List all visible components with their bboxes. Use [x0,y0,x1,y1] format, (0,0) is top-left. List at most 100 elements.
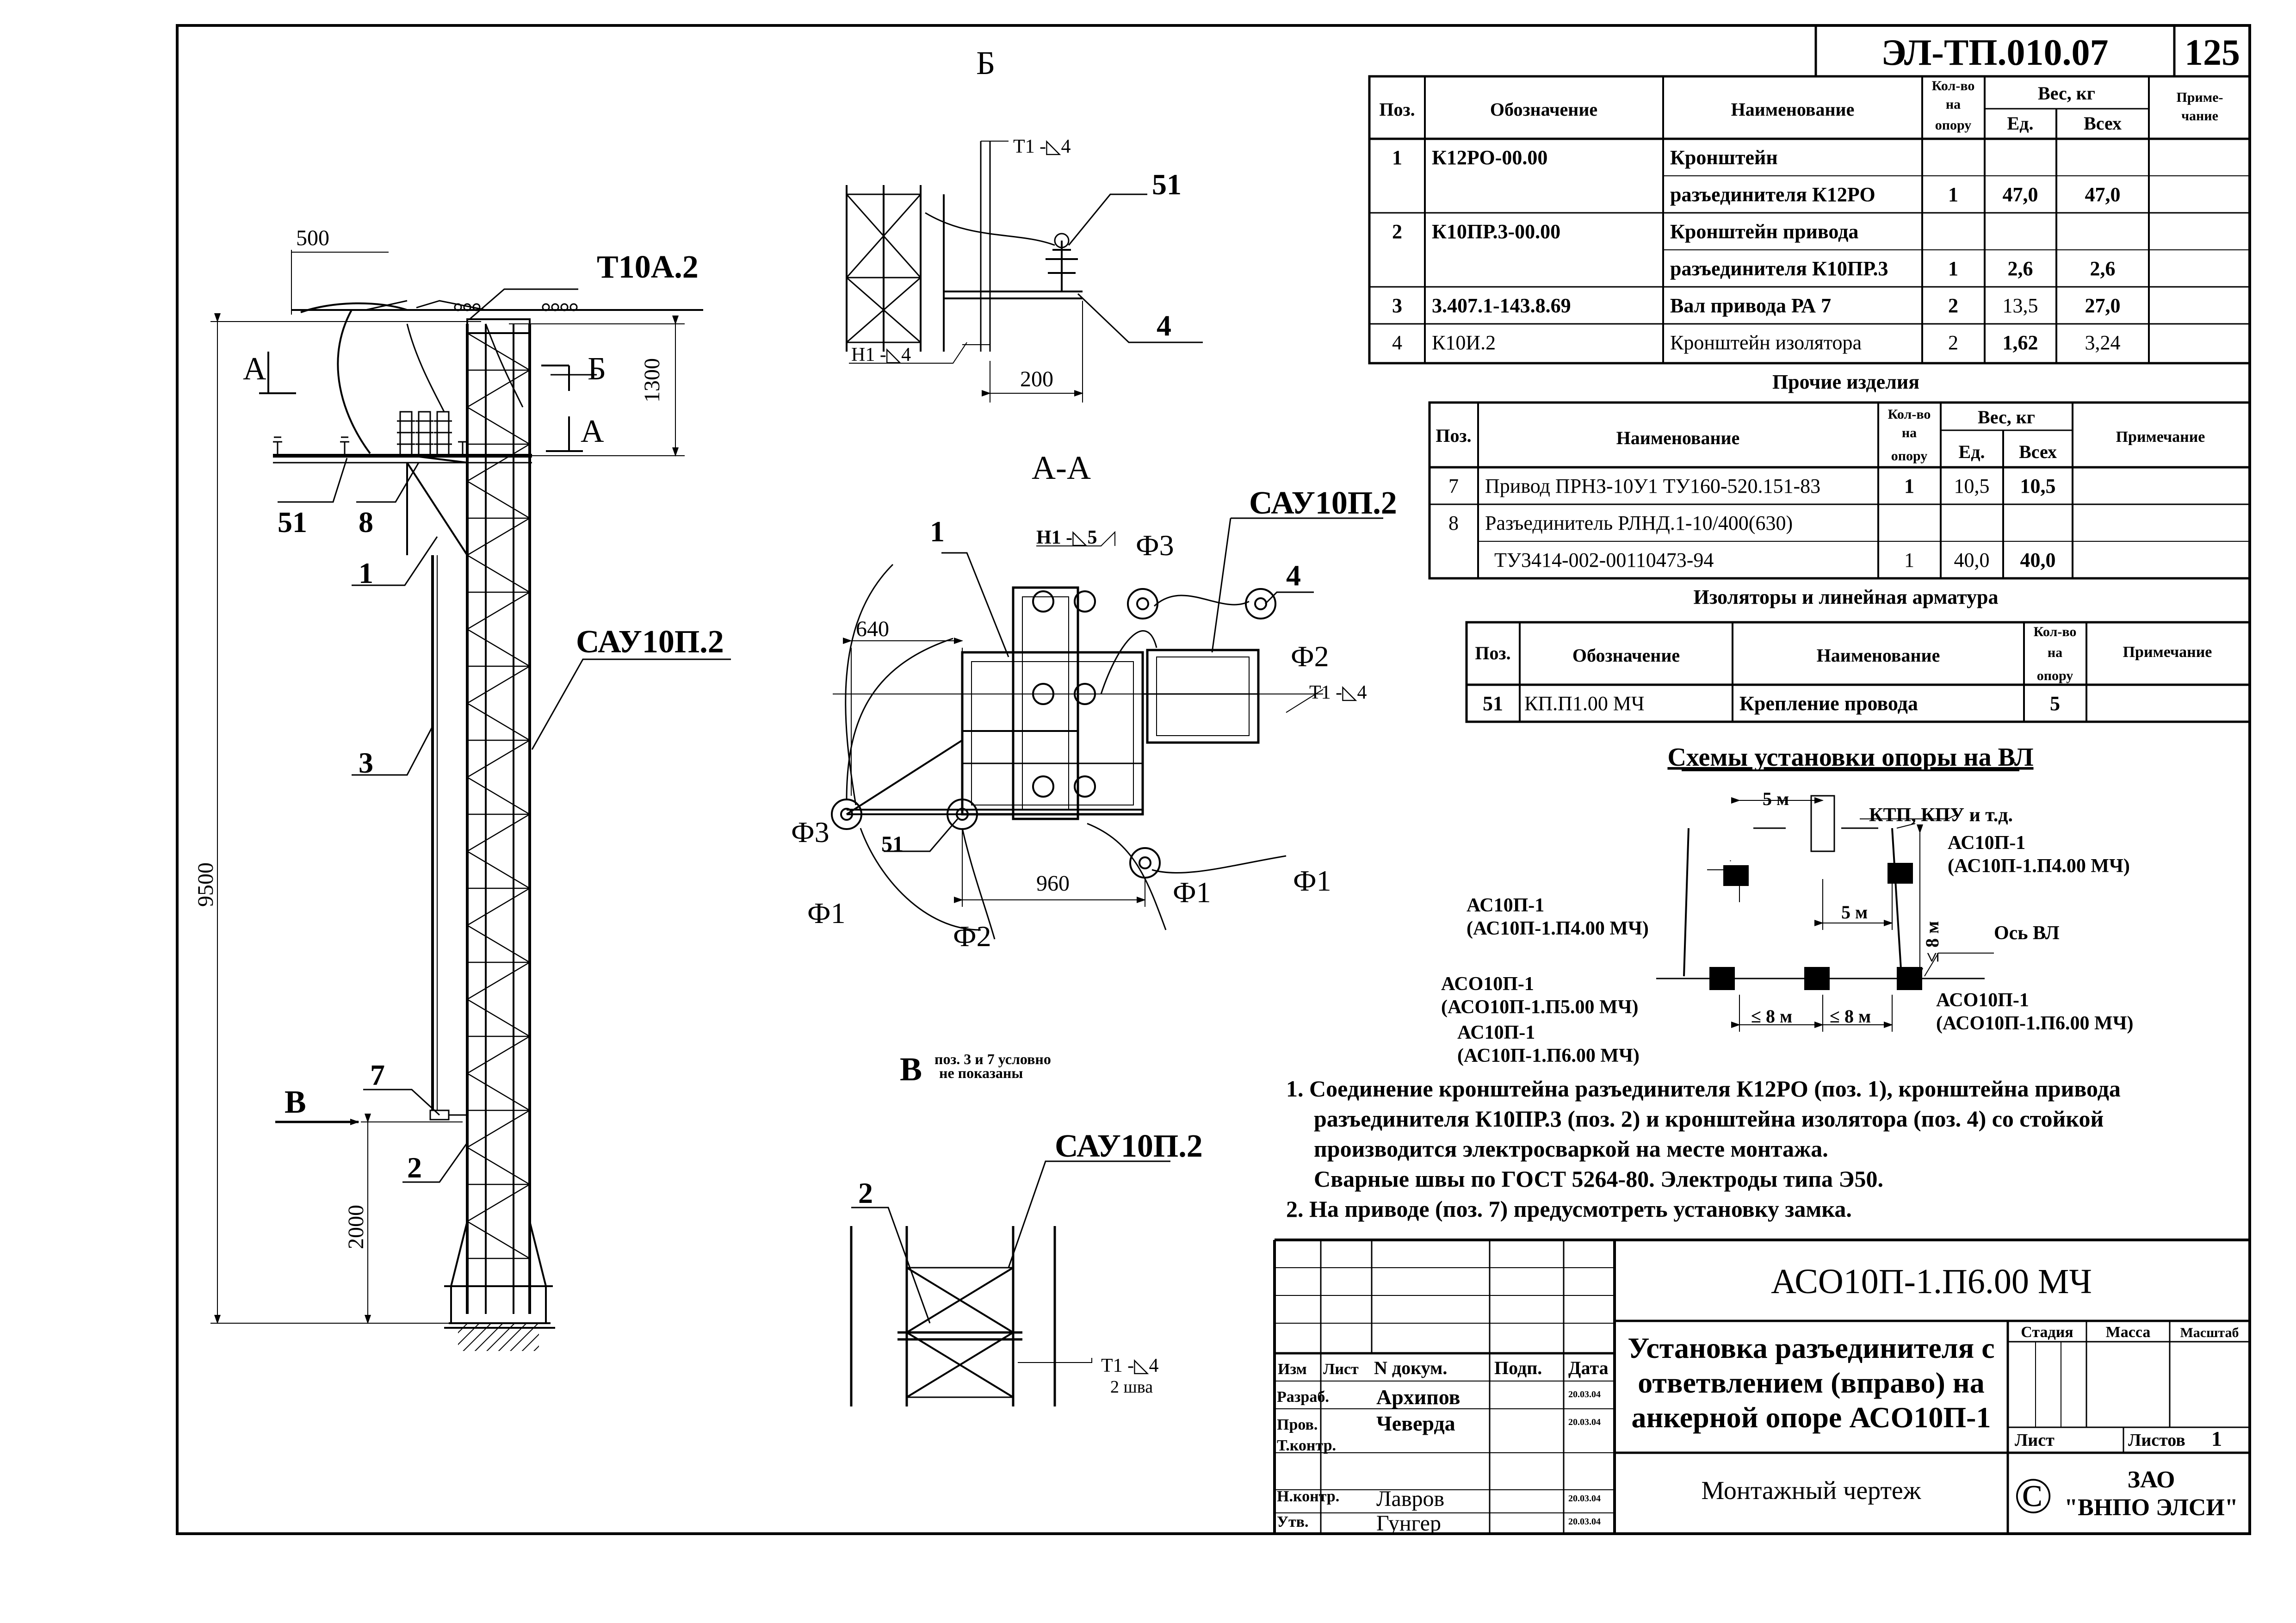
t1-h-designation: Обозначение [1490,99,1597,120]
cell-qty: 5 [2050,692,2060,715]
section-aa-dim-640: 640 [856,617,889,641]
scheme-node [1897,967,1922,990]
role-razrab: Разраб. [1277,1388,1329,1406]
col-izm: Изм [1278,1361,1307,1378]
section-b-callout-51: 51 [1152,168,1182,201]
t1-h-qty-2: на [1946,97,1961,112]
view-v-weld: Т1 -◺4 [1101,1355,1158,1376]
scheme-aso-left-1: АСО10П-1 [1441,973,1534,995]
date-4: 20.03.04 [1568,1517,1601,1527]
table-parts-rows: 1 К12РО-00.00 Кронштейн разъединителя К1… [1392,146,2121,354]
cell-name: Кронштейн привода [1670,220,1858,243]
cell-unit: 13,5 [2003,294,2038,317]
section-b-weld-top: Т1 -◺4 [1013,136,1071,157]
doc-type: Монтажный чертеж [1702,1476,1921,1505]
view-v-weld-note: 2 шва [1110,1377,1153,1397]
cell-qty: 1 [1904,549,1914,571]
role-utv: Утв. [1277,1513,1309,1530]
view-v-title: В поз. 3 и 7 условно не показаны [900,1051,1051,1088]
section-aa-phi3-left: Ф3 [791,816,829,849]
section-b-weld-bottom: Н1 -◺4 [851,344,911,365]
section-aa-phi2-bottom: Ф2 [953,920,991,953]
t2-h-qty-2: на [1902,425,1917,440]
callout-7: 7 [370,1059,385,1091]
section-aa-phi1-far: Ф1 [1293,864,1331,897]
table-row: ТУ3414-002-00110473-94 1 40,0 40,0 [1494,549,2056,571]
t3-h-qty-1: Кол-во [2034,624,2077,639]
cell-designation: КП.П1.00 МЧ [1524,692,1645,715]
mass-label: Масса [2106,1324,2151,1341]
scheme-node [1804,967,1830,990]
scheme-as10p-left-2: (АС10П-1.П4.00 МЧ) [1467,918,1649,939]
scheme-labels: 5 м КТП, КПУ и т.д. АС10П-1 (АС10П-1.П4.… [1441,788,2134,1066]
doc-code: ЭЛ-ТП.010.07 [1881,32,2108,73]
title-line-2: ответвлением (вправо) на [1638,1366,1984,1399]
pole-top-label: Т10А.2 [597,249,699,285]
note-1-line-3: производится электросваркой на месте мон… [1314,1136,1828,1162]
name-nkontr: Лавров [1376,1487,1444,1511]
scheme-aso-left-2: (АСО10П-1.П5.00 МЧ) [1441,997,1639,1018]
table-row: 8 Разъединитель РЛНД.1-10/400(630) [1448,512,1793,534]
section-aa-callout-4: 4 [1286,559,1301,592]
view-v-letter: В [900,1051,922,1088]
cell-total: 27,0 [2085,294,2121,317]
cell-name: Крепление провода [1739,692,1918,715]
pole-dimensions [210,250,731,1324]
cell-pos: 1 [1392,146,1402,169]
title-block: АСО10П-1.П6.00 МЧ Установка разъединител… [1277,1262,2239,1536]
section-aa-phi2-right: Ф2 [1291,640,1329,673]
cell-designation: К10ПР.3-00.00 [1432,220,1560,243]
role-nkontr: Н.контр. [1277,1488,1339,1505]
cell-total: 3,24 [2085,331,2121,354]
table-insulators-header: Поз. Обозначение Наименование Кол-во на … [1475,624,2212,683]
t1-h-pos: Поз. [1379,99,1415,120]
scheme-dim-le8-vert: ≤ 8 м [1922,921,1943,962]
t3-h-designation: Обозначение [1572,645,1680,666]
cell-pos: 3 [1392,294,1402,317]
cell-pos: 8 [1448,512,1459,534]
scheme-dim-le8-2: ≤ 8 м [1830,1006,1871,1027]
view-v-label: В [285,1084,306,1120]
stage-label: Стадия [2021,1324,2073,1341]
table-other [1428,401,2251,580]
cell-qty: 1 [1948,257,1958,280]
section-b-dim-200: 200 [1020,367,1053,391]
t3-h-qty-3: опору [2037,668,2073,683]
title-block-grid [1273,1239,2250,1534]
dim-500: 500 [296,226,329,250]
t2-h-weight: Вес, кг [1978,407,2035,427]
scheme-aso-right-2: (АСО10П-1.П6.00 МЧ) [1936,1013,2134,1034]
cell-name: Разъединитель РЛНД.1-10/400(630) [1485,512,1793,534]
scheme-dim-5m-top: 5 м [1763,788,1789,809]
org-line-2: "ВНПО ЭЛСИ" [2064,1494,2238,1521]
cell-designation: К12РО-00.00 [1432,146,1547,169]
table-row: 3 3.407.1-143.8.69 Вал привода РА 7 2 13… [1392,294,2121,317]
section-b-callout-4: 4 [1157,309,1171,342]
table-parts-header: Поз. Обозначение Наименование Кол-во на … [1379,78,2223,134]
cell-total: 2,6 [2090,257,2116,280]
t2-h-name: Наименование [1616,427,1740,448]
section-aa-labels: 1 Н1 -◺5 Ф3 САУ10П.2 4 640 Ф2 Т1 -◺4 Ф3 … [791,485,1397,953]
cell-qty: 2 [1948,294,1958,317]
scheme-axis: Ось ВЛ [1994,923,2060,944]
scheme-node [1888,863,1913,884]
name-utv: Гунгер [1376,1511,1441,1536]
cell-qty: 2 [1948,331,1958,354]
copyright-icon: © [2014,1468,2053,1524]
section-aa-phi1-right: Ф1 [1173,876,1211,909]
table-parts [1368,75,2251,365]
scheme-as10p-right-2: (АС10П-1.П4.00 МЧ) [1948,855,2130,877]
section-aa-callout-51: 51 [881,832,904,856]
t2-h-total: Всех [2019,441,2057,462]
cell-name: разъединителя К10ПР.3 [1670,257,1888,280]
sheet-number: 125 [2185,32,2240,73]
header-stamp: ЭЛ-ТП.010.07 125 [1369,25,2250,78]
cut-b-label: Б [588,351,606,387]
pole-labels: 500 Т10А.2 А Б А 1300 9500 2000 51 8 1 С… [193,226,724,1249]
cell-designation: К10И.2 [1432,331,1496,354]
cell-qty: 1 [1948,183,1958,206]
t3-h-qty-2: на [2048,645,2062,660]
section-aa-drawing [831,517,1383,940]
cell-total: 47,0 [2085,183,2121,206]
scheme-drawing [1656,795,1994,1032]
